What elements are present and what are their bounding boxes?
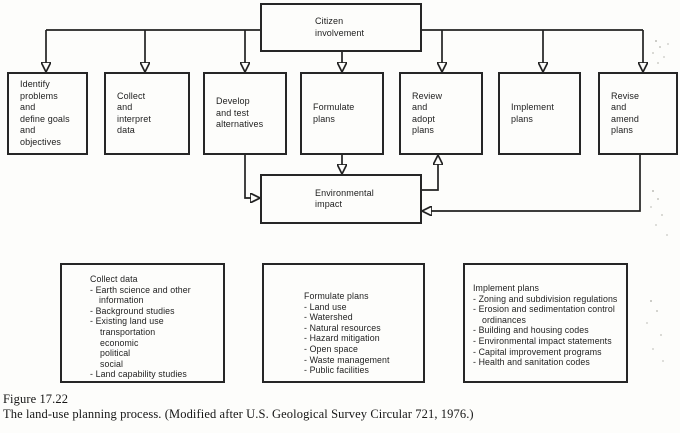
node-label: Identify problems and define goals and o… [20,79,70,147]
figure-number: Figure 17.22 [3,392,69,406]
detail-box-formulate-plans: Formulate plans - Land use- Watershed- N… [262,263,425,383]
list-item: - Erosion and sedimentation control ordi… [473,304,615,325]
node-label: Review and adopt plans [412,90,443,136]
node-implement-plans: Implement plans [498,72,581,155]
node-label: Develop and test alternatives [216,96,264,130]
figure-caption-text: The land-use planning process. (Modified… [3,406,474,421]
arrow-develop-to-environmental [244,155,251,198]
list-item: - Open space [304,343,359,354]
node-revise-amend-plans: Revise and amend plans [598,72,678,155]
list-item: - Environmental impact statements [473,335,612,346]
detail-box-implement-plans: Implement plans - Zoning and subdivision… [463,263,628,383]
list-item: - Land capability studies [90,369,187,380]
detail-title: Collect data [90,274,138,284]
list-item: social [100,358,124,369]
detail-title: Formulate plans [304,291,369,301]
arrow-environmental-to-review [422,164,438,191]
arrow-revise-to-environmental [431,155,641,211]
list-item: political [100,348,131,359]
detail-list: - Earth science and other information- B… [90,285,218,380]
node-label: Revise and amend plans [611,90,640,136]
list-item: - Background studies [90,305,175,316]
node-identify-problems: Identify problems and define goals and o… [7,72,88,155]
node-label: Citizen involvement [315,16,365,38]
scan-noise [650,300,652,302]
list-item: transportation [100,326,156,337]
list-item: economic [100,337,139,348]
list-item: - Land use [304,301,347,312]
node-formulate-plans: Formulate plans [300,72,384,155]
list-item: - Building and housing codes [473,325,589,336]
list-item: - Waste management [304,354,390,365]
list-item: - Earth science and other information [90,284,191,306]
list-item: - Capital improvement programs [473,346,602,357]
node-review-adopt-plans: Review and adopt plans [399,72,483,155]
scan-noise [655,40,657,42]
node-environmental-impact: Environmental impact [260,174,422,224]
node-develop-alternatives: Develop and test alternatives [203,72,287,155]
node-label: Collect and interpret data [117,90,151,136]
list-item: - Existing land use [90,316,164,327]
figure-caption-block: Figure 17.22 The land-use planning proce… [3,392,603,421]
node-label: Implement plans [511,102,554,124]
list-item: - Public facilities [304,365,369,376]
list-item: - Hazard mitigation [304,333,380,344]
node-collect-data: Collect and interpret data [104,72,190,155]
node-label: Formulate plans [313,102,355,124]
list-item: - Zoning and subdivision regulations [473,293,618,304]
node-label: Environmental impact [315,187,374,210]
list-item: - Health and sanitation codes [473,357,590,368]
detail-list: - Land use- Watershed- Natural resources… [304,302,418,376]
detail-list: - Zoning and subdivision regulations- Er… [473,294,623,368]
scan-noise [652,190,654,192]
detail-box-collect-data: Collect data - Earth science and other i… [60,263,225,383]
detail-title: Implement plans [473,283,540,293]
node-citizen-involvement: Citizen involvement [260,3,422,52]
list-item: - Natural resources [304,322,381,333]
list-item: - Watershed [304,312,353,323]
